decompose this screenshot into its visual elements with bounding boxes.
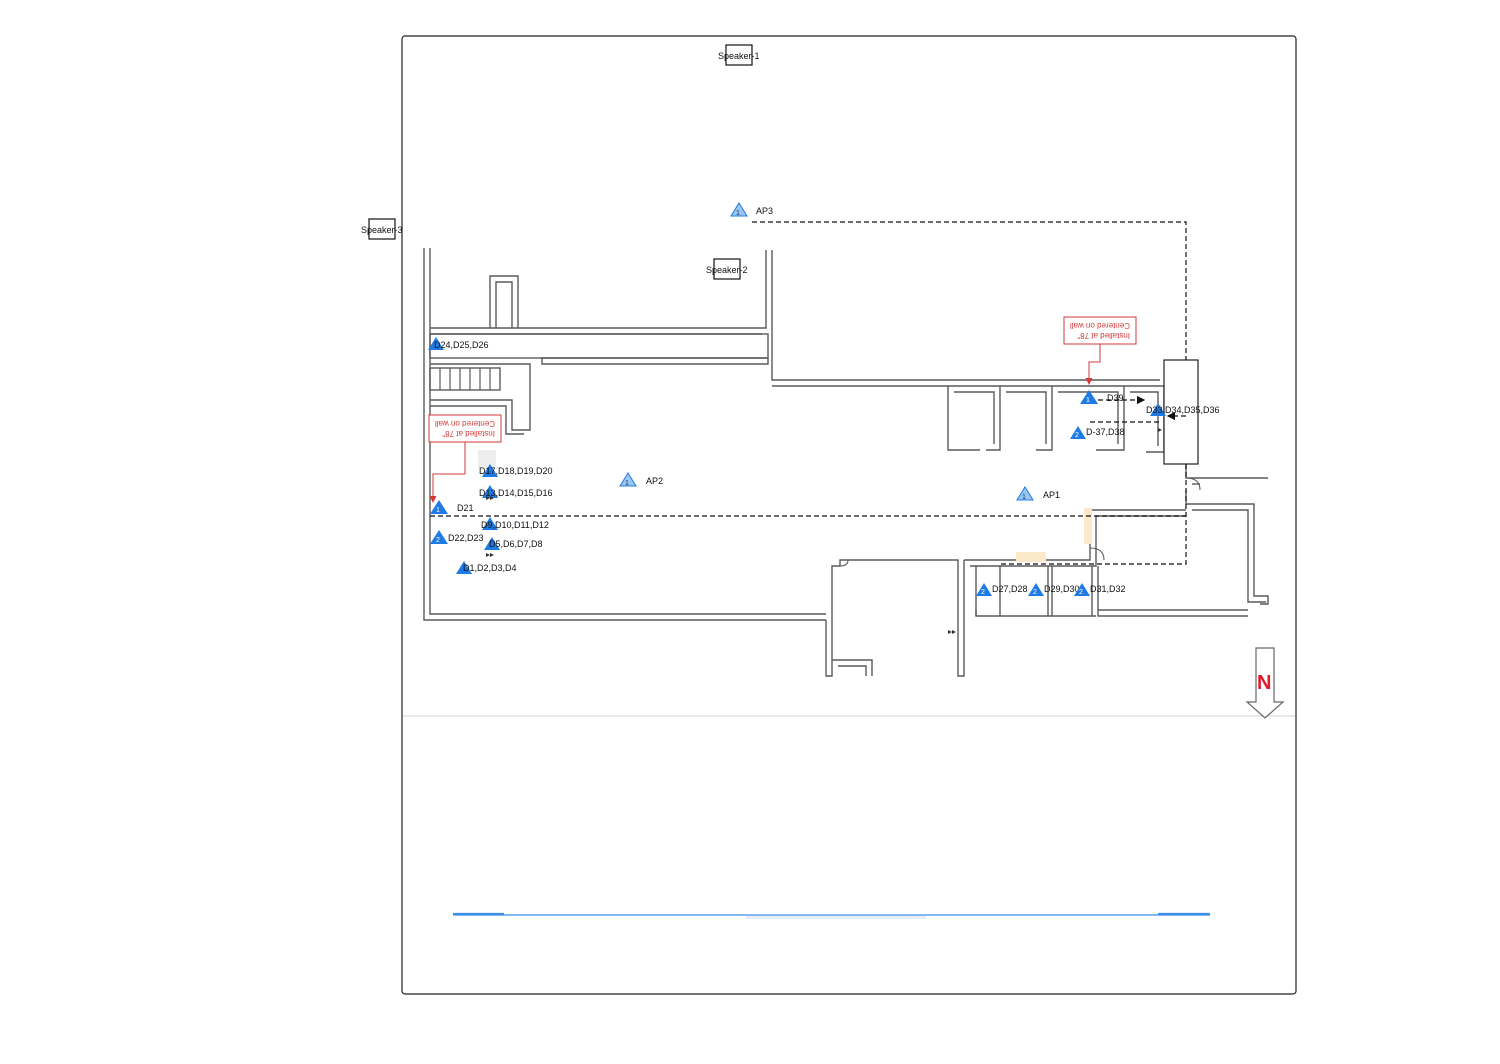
access-point-ap2[interactable]: 1 AP2 bbox=[619, 472, 663, 487]
shaded-area bbox=[1016, 552, 1046, 562]
install-note-right: Installed at 78" Centered on wall bbox=[1063, 316, 1137, 385]
svg-text:1: 1 bbox=[625, 480, 629, 487]
svg-text:D22,D23: D22,D23 bbox=[448, 533, 484, 543]
svg-text:D1,D2,D3,D4: D1,D2,D3,D4 bbox=[463, 563, 517, 573]
svg-text:D5,D6,D7,D8: D5,D6,D7,D8 bbox=[489, 539, 543, 549]
device-marker-d17-d20[interactable]: D17,D18,D19,D20 bbox=[479, 464, 553, 477]
svg-text:D24,D25,D26: D24,D25,D26 bbox=[434, 340, 489, 350]
svg-text:2: 2 bbox=[1079, 589, 1083, 596]
svg-text:Installed at 78": Installed at 78" bbox=[1077, 331, 1130, 340]
walls bbox=[423, 248, 1269, 677]
device-marker-d37-d38[interactable]: 2 D-37,D38 bbox=[1070, 426, 1125, 439]
svg-text:1: 1 bbox=[736, 210, 740, 217]
device-marker-d29-d30[interactable]: 2 D29,D30 bbox=[1028, 583, 1080, 596]
device-marker-d5-d8[interactable]: D5,D6,D7,D8 bbox=[484, 537, 543, 550]
speaker-speaker-1[interactable]: Speaker-1 bbox=[718, 44, 760, 66]
svg-text:Installed at 78": Installed at 78" bbox=[442, 429, 495, 438]
device-marker-d22-d23[interactable]: 2 D22,D23 bbox=[430, 530, 484, 544]
device-marker-d21[interactable]: 1 D21 bbox=[430, 500, 474, 514]
svg-text:Centered on wall: Centered on wall bbox=[435, 419, 495, 428]
svg-text:AP1: AP1 bbox=[1043, 490, 1060, 500]
speaker-speaker-2[interactable]: Speaker-2 bbox=[706, 258, 748, 280]
device-marker-d33-d36[interactable]: D33,D34,D35,D36 bbox=[1146, 403, 1220, 416]
device-marker-d24-d26[interactable]: D24,D25,D26 bbox=[428, 337, 489, 350]
page-border bbox=[401, 35, 1297, 995]
svg-text:D17,D18,D19,D20: D17,D18,D19,D20 bbox=[479, 466, 553, 476]
svg-text:AP3: AP3 bbox=[756, 206, 773, 216]
speaker-speaker-3[interactable]: Speaker-3 bbox=[361, 218, 403, 240]
device-marker-d1-d4[interactable]: D1,D2,D3,D4 bbox=[456, 561, 517, 574]
svg-text:Speaker-3: Speaker-3 bbox=[361, 225, 403, 235]
device-marker-d31-d32[interactable]: 2 D31,D32 bbox=[1074, 583, 1126, 596]
svg-text:Speaker-1: Speaker-1 bbox=[718, 51, 760, 61]
svg-text:1: 1 bbox=[1086, 397, 1090, 404]
svg-text:D33,D34,D35,D36: D33,D34,D35,D36 bbox=[1146, 405, 1220, 415]
cable-runs bbox=[430, 221, 1187, 565]
access-point-ap3[interactable]: 1 AP3 bbox=[730, 202, 773, 217]
svg-text:1: 1 bbox=[436, 507, 440, 514]
svg-text:2: 2 bbox=[1033, 589, 1037, 596]
svg-text:D21: D21 bbox=[457, 503, 474, 513]
device-marker-d9-d12[interactable]: D9,D10,D11,D12 bbox=[481, 517, 549, 530]
svg-text:2: 2 bbox=[981, 589, 985, 596]
svg-text:D39: D39 bbox=[1107, 393, 1124, 403]
svg-text:D29,D30: D29,D30 bbox=[1044, 584, 1080, 594]
device-marker-d27-d28[interactable]: 2 D27,D28 bbox=[976, 583, 1028, 596]
device-marker-d39[interactable]: 1 D39 bbox=[1080, 390, 1124, 404]
device-marker-d13-d16[interactable]: D13,D14,D15,D16 bbox=[479, 485, 553, 498]
svg-text:D-37,D38: D-37,D38 bbox=[1086, 427, 1125, 437]
install-note-left: Installed at 78" Centered on wall bbox=[428, 414, 502, 503]
svg-text:D9,D10,D11,D12: D9,D10,D11,D12 bbox=[481, 520, 549, 530]
svg-text:2: 2 bbox=[1075, 432, 1079, 439]
svg-text:Speaker-2: Speaker-2 bbox=[706, 265, 748, 275]
shaded-area bbox=[1084, 508, 1092, 544]
svg-text:D27,D28: D27,D28 bbox=[992, 584, 1028, 594]
svg-text:D13,D14,D15,D16: D13,D14,D15,D16 bbox=[479, 488, 553, 498]
svg-text:N: N bbox=[1257, 672, 1271, 694]
scale-bar bbox=[453, 912, 1210, 919]
svg-text:D31,D32: D31,D32 bbox=[1090, 584, 1126, 594]
north-arrow: N bbox=[1245, 647, 1285, 719]
access-point-ap1[interactable]: 1 AP1 bbox=[1016, 486, 1060, 501]
svg-text:Centered on wall: Centered on wall bbox=[1070, 321, 1130, 330]
cable-direction-marks bbox=[486, 428, 1162, 634]
svg-text:AP2: AP2 bbox=[646, 476, 663, 486]
shaded-area bbox=[478, 450, 496, 468]
svg-text:1: 1 bbox=[1022, 494, 1026, 501]
svg-text:2: 2 bbox=[436, 537, 440, 544]
